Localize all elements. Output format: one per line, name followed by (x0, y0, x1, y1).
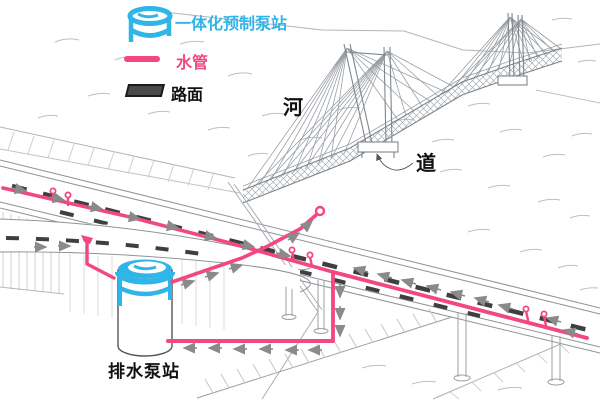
channel-label: 道 (416, 153, 436, 175)
pipe-swatch-icon (124, 56, 160, 62)
channel-label-leader (376, 153, 414, 171)
flow-arrows (11, 183, 579, 356)
ramp-road-dashes (5, 236, 216, 258)
terrain-sketch (0, 8, 600, 400)
road-swatch-icon (124, 84, 166, 97)
pump-station-label: 排水泵站 (108, 362, 180, 381)
outfall-cap (314, 205, 326, 217)
pipe-gully-drop (85, 240, 116, 280)
approach-embankment (196, 181, 453, 400)
bridge-pylon-1 (343, 43, 399, 158)
main-road (0, 159, 600, 354)
legend (124, 6, 173, 97)
gully-funnel (81, 235, 93, 244)
pump-station-icon (127, 6, 173, 42)
legend-road-label: 路面 (171, 87, 204, 104)
road-lane-dashes-1 (11, 183, 589, 333)
bridge-truss-deck (242, 43, 563, 204)
pipe-main-road-collector (331, 270, 589, 340)
cable-stayed-bridge (242, 12, 563, 204)
river-label: 河 (283, 97, 303, 119)
bridge-cables (246, 16, 562, 190)
pump-station-tank (115, 259, 175, 357)
bridge-pylon-2 (497, 12, 528, 86)
legend-pipe-label: 水管 (176, 55, 209, 72)
legend-pump-station-label: 一体化预制泵站 (175, 16, 288, 33)
